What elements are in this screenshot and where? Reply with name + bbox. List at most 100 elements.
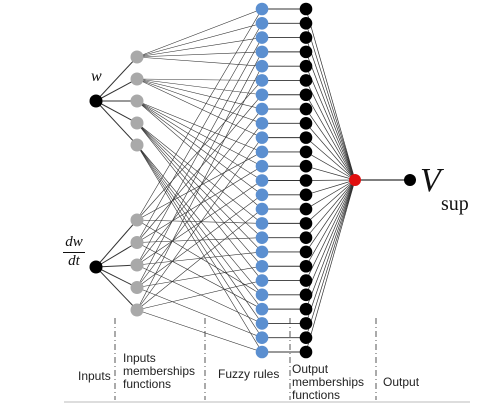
input-mf-node bbox=[130, 50, 144, 64]
edge-outmf-output bbox=[305, 66, 356, 181]
output-mf-node bbox=[299, 117, 313, 130]
edge-mf-rule bbox=[136, 251, 263, 266]
output-mf-node bbox=[299, 131, 313, 144]
edge-mf-rule bbox=[136, 78, 263, 81]
layer-label-rules: Fuzzy rules bbox=[218, 367, 280, 381]
rule-node bbox=[255, 45, 269, 59]
edge-outmf-output bbox=[305, 179, 356, 181]
layer-label-input-mf: Inputs memberships functions bbox=[123, 351, 196, 391]
rule-node bbox=[255, 117, 269, 130]
edge-outmf-output bbox=[305, 165, 356, 181]
edge-outmf-output bbox=[305, 123, 356, 181]
edge-outmf-output bbox=[305, 37, 356, 181]
rule-node bbox=[255, 259, 269, 273]
edge-input-mf bbox=[95, 78, 138, 102]
dwdt-numerator: dw bbox=[65, 234, 83, 250]
output-mf-node bbox=[299, 145, 313, 159]
edge-mf-rule bbox=[136, 122, 263, 281]
edge-mf-rule bbox=[136, 100, 263, 210]
edge-outmf-output bbox=[305, 23, 356, 181]
rule-node bbox=[255, 145, 269, 159]
edge-mf-rule bbox=[136, 122, 263, 253]
edge-outmf-output bbox=[305, 80, 356, 181]
output-mf-node bbox=[299, 331, 313, 345]
edge-input-mf bbox=[95, 100, 138, 146]
rule-node bbox=[255, 245, 269, 259]
edge-mf-rule bbox=[136, 37, 263, 58]
input-node-w bbox=[89, 94, 103, 108]
rule-node bbox=[255, 231, 269, 244]
rule-node bbox=[255, 131, 269, 144]
output-mf-node bbox=[299, 217, 313, 230]
edge-mf-rule bbox=[136, 56, 263, 67]
output-mf-node bbox=[299, 174, 313, 187]
edge-mf-rule bbox=[136, 78, 263, 110]
edge-mf-rule bbox=[136, 108, 263, 266]
output-mf-node bbox=[299, 245, 313, 259]
output-mf-node bbox=[299, 102, 313, 116]
rule-node bbox=[255, 88, 269, 102]
fraction-bar bbox=[63, 252, 85, 253]
rule-node bbox=[255, 345, 269, 359]
edge-input-mf bbox=[95, 219, 138, 268]
edge-outmf-output bbox=[305, 179, 356, 253]
output-mf-node bbox=[299, 259, 313, 273]
edge-mf-rule bbox=[136, 122, 263, 224]
edge-mf-rule bbox=[136, 122, 263, 238]
edge-outmf-output bbox=[305, 151, 356, 181]
edge-mf-rule bbox=[136, 242, 263, 310]
edge-mf-rule bbox=[136, 23, 263, 58]
output-mf-node bbox=[299, 317, 313, 330]
edge-mf-rule bbox=[136, 78, 263, 96]
output-mf-node bbox=[299, 202, 313, 216]
edge-mf-rule bbox=[136, 100, 263, 153]
edge-outmf-output bbox=[305, 179, 356, 224]
edge-mf-rule bbox=[136, 280, 263, 311]
input-mf-node bbox=[130, 94, 144, 108]
edge-mf-rule bbox=[136, 78, 263, 124]
edge-mf-rule bbox=[136, 151, 263, 221]
edge-mf-rule bbox=[136, 8, 263, 221]
output-mf-node bbox=[299, 159, 313, 173]
rule-node bbox=[255, 202, 269, 216]
rule-node bbox=[255, 31, 269, 44]
layer-label-inputs: Inputs bbox=[78, 369, 111, 383]
rule-node bbox=[255, 188, 269, 202]
rule-node bbox=[255, 159, 269, 173]
edge-outmf-output bbox=[305, 179, 356, 310]
edge-mf-rule bbox=[136, 287, 263, 338]
output-vsup-subscript: sup bbox=[441, 193, 469, 215]
input-mf-node bbox=[130, 258, 144, 272]
edge-mf-rule bbox=[136, 144, 263, 324]
edge-input-mf bbox=[95, 56, 138, 102]
edge-outmf-output bbox=[305, 179, 356, 238]
edges bbox=[95, 8, 410, 353]
edge-mf-rule bbox=[136, 100, 263, 167]
input-mf-node bbox=[130, 303, 144, 317]
output-mf-node bbox=[299, 288, 313, 302]
edge-input-mf bbox=[95, 266, 138, 288]
output-node bbox=[349, 174, 361, 186]
output-mf-node bbox=[299, 74, 313, 87]
edge-mf-rule bbox=[136, 137, 263, 311]
output-mf-node bbox=[299, 302, 313, 316]
edge-outmf-output bbox=[305, 179, 356, 196]
edge-outmf-output bbox=[305, 179, 356, 295]
edge-mf-rule bbox=[136, 100, 263, 196]
edge-input-mf bbox=[95, 266, 138, 311]
edge-outmf-output bbox=[305, 8, 356, 181]
edge-outmf-output bbox=[305, 108, 356, 181]
edge-mf-rule bbox=[136, 66, 263, 311]
edge-mf-rule bbox=[136, 219, 263, 296]
rule-node bbox=[255, 2, 269, 16]
output-mf-node bbox=[299, 345, 313, 359]
layer-dividers bbox=[64, 318, 470, 403]
layer-label-output-mf: Output memberships functions bbox=[292, 362, 365, 402]
output-mf-node bbox=[299, 31, 313, 44]
edge-mf-rule bbox=[136, 80, 263, 221]
output-mf-node bbox=[299, 59, 313, 73]
edge-mf-rule bbox=[136, 8, 263, 58]
rule-node bbox=[255, 59, 269, 73]
rule-node bbox=[255, 274, 269, 287]
